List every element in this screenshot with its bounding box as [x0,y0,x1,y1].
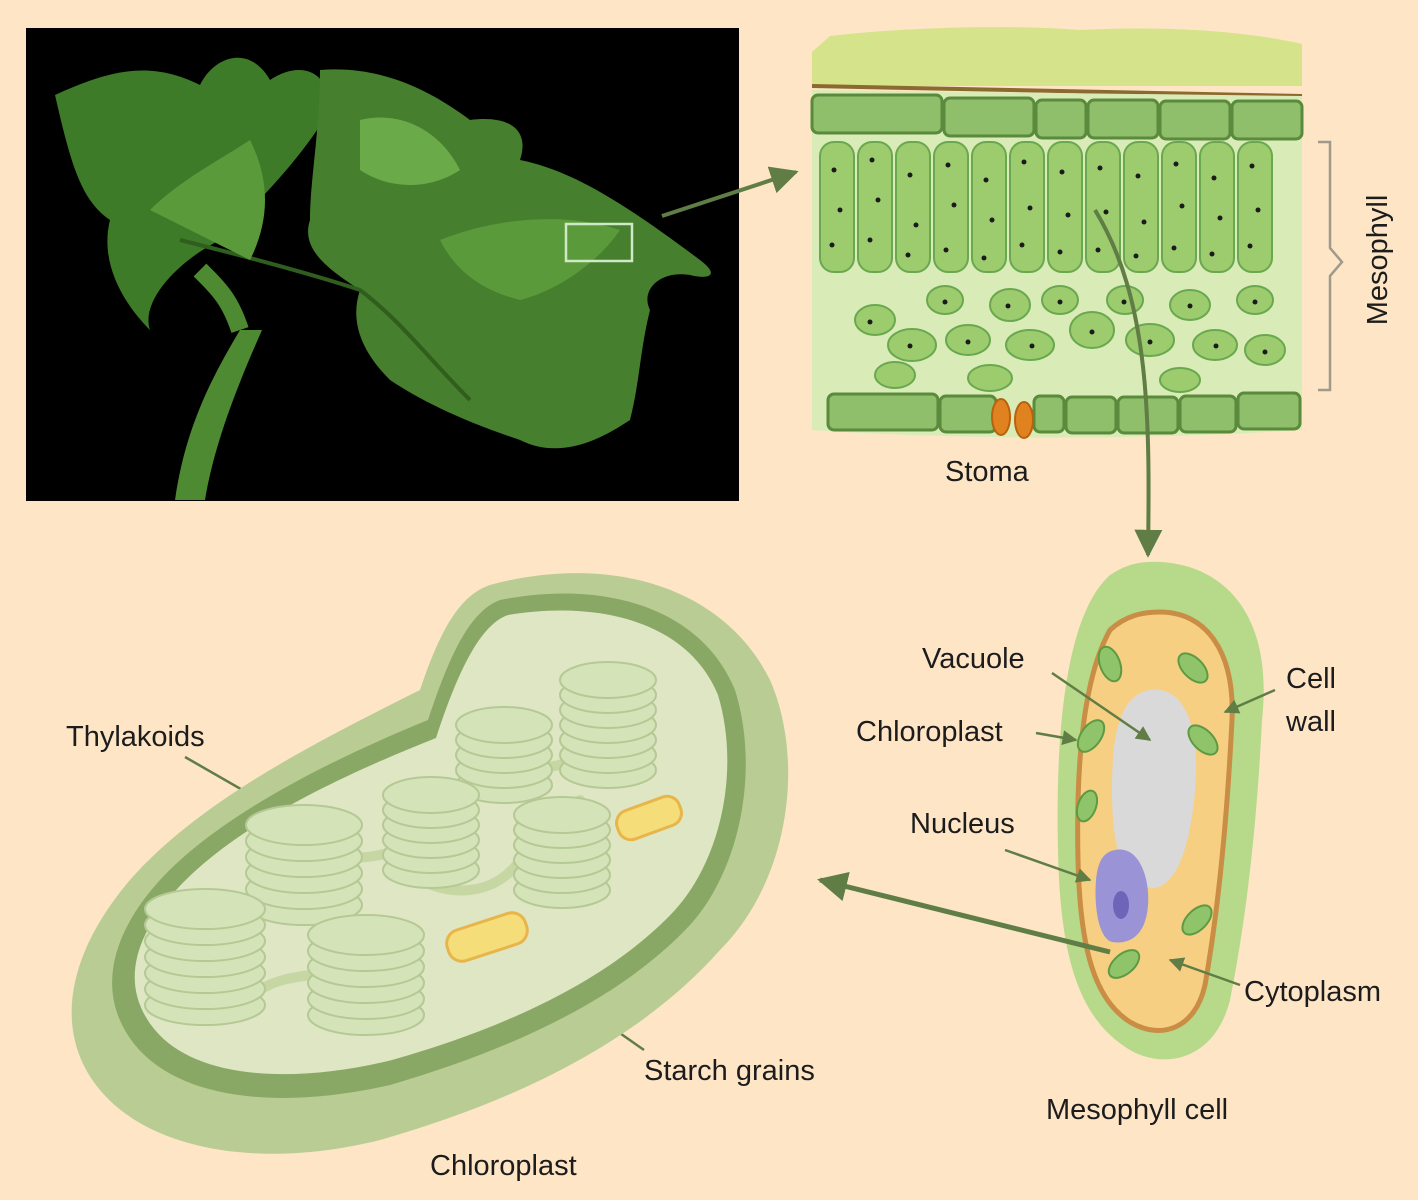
zoom-arrow-3 [817,871,1111,955]
stoma-guard-cells [991,398,1034,439]
vacuole-label: Vacuole [922,643,1025,675]
mesophyll-cell [1057,561,1264,1060]
zoom-arrow-2 [1093,208,1163,558]
starch-grains [445,794,683,963]
stoma-label: Stoma [945,456,1029,488]
chloroplast-cutaway [71,573,789,1154]
leaf-zoom-box [564,222,634,263]
chloroplast-title-label: Chloroplast [430,1150,577,1182]
mesophyll-cell-label: Mesophyll cell [1046,1094,1229,1126]
nucleus-label: Nucleus [910,808,1015,840]
mesophyll-label: Mesophyll [1362,194,1394,326]
mesophyll-bracket [1318,140,1344,392]
zoom-arrow-1 [661,166,799,218]
starch-grains-label: Starch grains [644,1055,815,1087]
vacuole-shape [1112,689,1197,889]
leaf-cross-section [810,27,1344,439]
leaf-photo [26,28,739,501]
cell-wall-label-line1: Cell [1286,663,1336,695]
thylakoids-label: Thylakoids [66,721,205,753]
cytoplasm-label: Cytoplasm [1244,976,1381,1008]
cell-wall-label-line2: wall [1286,706,1336,738]
chloroplast-cell-label: Chloroplast [856,716,1003,748]
grana-stacks [144,661,657,1036]
